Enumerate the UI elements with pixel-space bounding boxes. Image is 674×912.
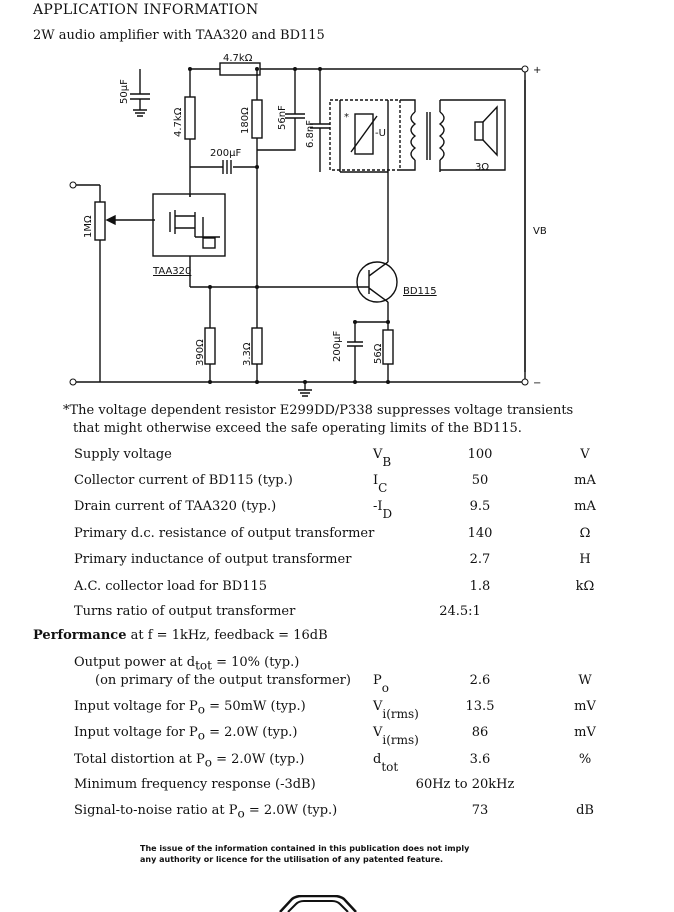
label-speaker: 3Ω bbox=[475, 162, 489, 173]
perf-row: Total distortion at Po = 2.0W (typ.) dto… bbox=[0, 752, 674, 776]
disclaimer-line1: The issue of the information contained i… bbox=[140, 844, 470, 853]
spec-value: 140 bbox=[467, 526, 493, 541]
spec-unit: Ω bbox=[579, 526, 591, 541]
label-r-390: 390Ω bbox=[195, 339, 206, 366]
vdr-note-line1: *The voltage dependent resistor E299DD/P… bbox=[63, 403, 574, 418]
spec-label: Primary inductance of output transformer bbox=[74, 552, 352, 567]
label-r-47: 4.7kΩ bbox=[173, 107, 184, 137]
perf-value: 13.5 bbox=[465, 699, 495, 714]
spec-row: Drain current of TAA320 (typ.) -ID 9.5 m… bbox=[0, 499, 674, 523]
performance-heading: Performance at f = 1kHz, feedback = 16dB bbox=[33, 628, 328, 643]
spec-value: 1.8 bbox=[469, 579, 491, 594]
label-c-56: 56nF bbox=[277, 105, 288, 130]
perf-value: 73 bbox=[471, 803, 489, 818]
spec-label: Primary d.c. resistance of output transf… bbox=[74, 526, 375, 541]
perf-label: Signal-to-noise ratio at Po = 2.0W (typ.… bbox=[74, 803, 338, 821]
spec-label: A.C. collector load for BD115 bbox=[74, 579, 268, 594]
vdr-note: *The voltage dependent resistor E299DD/P… bbox=[63, 402, 573, 438]
circuit-subtitle: 2W audio amplifier with TAA320 and BD115 bbox=[33, 28, 325, 43]
spec-row: Collector current of BD115 (typ.) IC 50 … bbox=[0, 473, 674, 497]
spec-value: 2.7 bbox=[469, 552, 491, 567]
spec-unit: mA bbox=[574, 473, 596, 488]
spec-value: 100 bbox=[467, 447, 493, 462]
perf-value: 86 bbox=[471, 725, 489, 740]
spec-row: Primary inductance of output transformer… bbox=[0, 552, 674, 576]
label-r-top: 4.7kΩ bbox=[223, 53, 253, 64]
label-vb: VB bbox=[533, 226, 547, 237]
label-transistor: BD115 bbox=[403, 286, 437, 297]
publisher-logo-icon bbox=[279, 895, 357, 912]
spec-symbol: VB bbox=[373, 447, 392, 469]
label-ic: TAA320 bbox=[152, 266, 191, 277]
circuit-diagram: 4.7kΩ 50µF 4.7kΩ 180Ω 56nF 6.8nF 200µF 1… bbox=[69, 53, 547, 397]
vdr-note-line2: that might otherwise exceed the safe ope… bbox=[73, 421, 522, 436]
label-r-180: 180Ω bbox=[240, 107, 251, 134]
perf-unit: dB bbox=[576, 803, 594, 818]
perf-unit: mV bbox=[574, 699, 596, 714]
perf-label: Output power at dtot = 10% (typ.) bbox=[74, 655, 300, 673]
spec-value: 9.5 bbox=[469, 499, 491, 514]
label-vdr-star: * bbox=[344, 112, 349, 123]
perf-label: (on primary of the output transformer) bbox=[95, 673, 351, 688]
label-c-200a: 200µF bbox=[210, 148, 241, 159]
label-c-200b: 200µF bbox=[332, 331, 343, 362]
performance-conditions: at f = 1kHz, feedback = 16dB bbox=[126, 628, 328, 643]
spec-row: A.C. collector load for BD115 1.8 kΩ bbox=[0, 579, 674, 603]
label-pot: 1MΩ bbox=[83, 215, 94, 238]
spec-row: Turns ratio of output transformer 24.5:1 bbox=[0, 604, 674, 628]
label-minus: − bbox=[533, 378, 541, 389]
perf-value: 60Hz to 20kHz bbox=[415, 777, 515, 792]
spec-value: 24.5:1 bbox=[439, 604, 481, 619]
spec-unit: H bbox=[579, 552, 591, 567]
perf-label: Minimum frequency response (-3dB) bbox=[74, 777, 316, 792]
spec-unit: mA bbox=[574, 499, 596, 514]
spec-label: Turns ratio of output transformer bbox=[74, 604, 296, 619]
label-plus: + bbox=[533, 65, 541, 76]
label-r-33: 3.3Ω bbox=[242, 342, 253, 366]
spec-label: Collector current of BD115 (typ.) bbox=[74, 473, 293, 488]
label-vdr-u: -U bbox=[375, 128, 386, 139]
label-r-56: 56Ω bbox=[373, 343, 384, 364]
perf-label: Input voltage for Po = 2.0W (typ.) bbox=[74, 725, 298, 743]
perf-symbol: dtot bbox=[373, 752, 399, 774]
page-title: APPLICATION INFORMATION bbox=[33, 2, 259, 18]
disclaimer-line2: any authority or licence for the utilisa… bbox=[140, 855, 444, 864]
perf-label: Input voltage for Po = 50mW (typ.) bbox=[74, 699, 306, 717]
perf-symbol: Po bbox=[373, 673, 389, 695]
perf-unit: mV bbox=[574, 725, 596, 740]
perf-row: Input voltage for Po = 2.0W (typ.) Vi(rm… bbox=[0, 725, 674, 749]
perf-value: 2.6 bbox=[469, 673, 491, 688]
performance-bold: Performance bbox=[33, 628, 127, 643]
spec-symbol: IC bbox=[373, 473, 388, 495]
spec-unit: V bbox=[580, 447, 590, 462]
perf-unit: % bbox=[578, 752, 592, 767]
spec-label: Drain current of TAA320 (typ.) bbox=[74, 499, 277, 514]
perf-row: Minimum frequency response (-3dB) 60Hz t… bbox=[0, 777, 674, 801]
spec-value: 50 bbox=[471, 473, 489, 488]
perf-symbol: Vi(rms) bbox=[373, 725, 419, 747]
perf-row: Input voltage for Po = 50mW (typ.) Vi(rm… bbox=[0, 699, 674, 723]
perf-row: Signal-to-noise ratio at Po = 2.0W (typ.… bbox=[0, 803, 674, 827]
perf-value: 3.6 bbox=[469, 752, 491, 767]
disclaimer: The issue of the information contained i… bbox=[140, 843, 469, 865]
spec-symbol: -ID bbox=[373, 499, 393, 521]
label-c-50: 50µF bbox=[119, 79, 130, 104]
spec-label: Supply voltage bbox=[74, 447, 172, 462]
perf-label: Total distortion at Po = 2.0W (typ.) bbox=[74, 752, 305, 770]
spec-row: Primary d.c. resistance of output transf… bbox=[0, 526, 674, 550]
perf-unit: W bbox=[578, 673, 592, 688]
perf-symbol: Vi(rms) bbox=[373, 699, 419, 721]
spec-unit: kΩ bbox=[575, 579, 595, 594]
label-c-68: 6.8nF bbox=[305, 120, 316, 148]
perf-row: Output power at dtot = 10% (typ.) bbox=[0, 655, 674, 679]
perf-row: (on primary of the output transformer) P… bbox=[0, 673, 674, 697]
spec-row: Supply voltage VB 100 V bbox=[0, 447, 674, 471]
